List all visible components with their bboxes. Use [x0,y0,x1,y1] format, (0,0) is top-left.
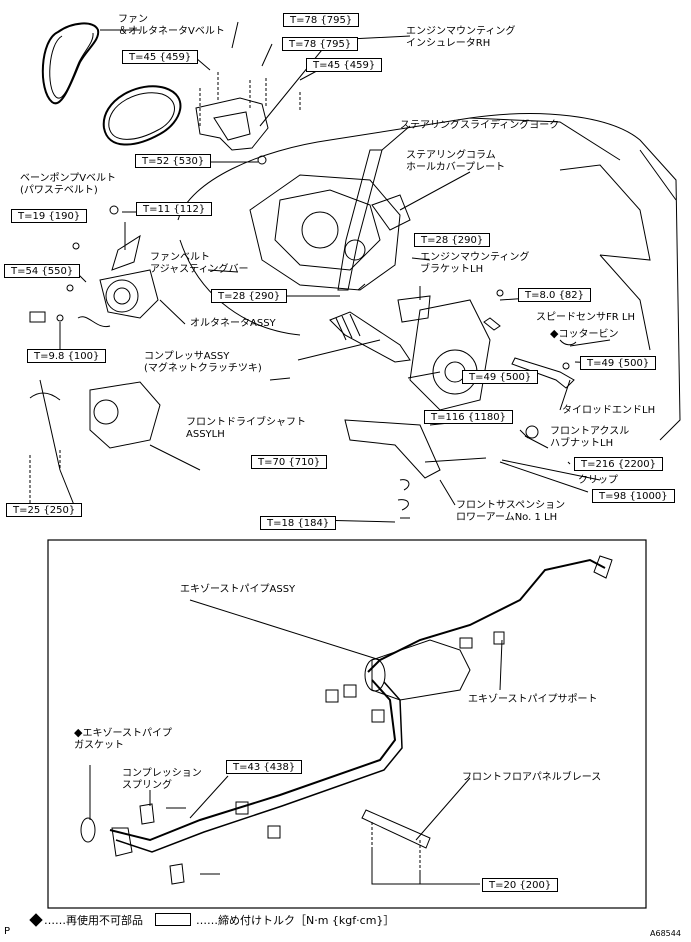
part-label-engine-mount-bracket: エンジンマウンティング ブラケットLH [420,252,530,275]
part-label-column-cover: ステアリングコラム ホールカバープレート [406,150,506,173]
torque-label: T=45 {459} [122,50,199,64]
torque-label: T=45 {459} [306,58,383,72]
exhaust-section-frame [47,539,647,909]
torque-label: T=11 {112} [136,202,213,216]
drive-shaft-drawing [329,311,411,363]
part-label-tie-rod-end: タイロッドエンドLH [562,405,656,416]
lower-arm-drawing [344,419,441,479]
part-label-axle-hub-nut: フロントアクスル ハブナットLH [550,426,630,449]
torque-label: T=70 {710} [251,455,328,469]
legend-non-reusable-text: ……再使用不可部品 [44,914,143,927]
part-label-alternator: オルタネータASSY [190,318,276,329]
part-label-fan-belt-adjust: ファンベルト アジャスティングバー [150,252,249,275]
part-label-exhaust-gasket: ◆エキゾーストパイプ ガスケット [74,727,172,752]
car-body-outline [177,113,681,441]
torque-label: T=28 {290} [211,289,288,303]
torque-label: T=78 {795} [282,37,359,51]
torque-label: T=8.0 {82} [518,288,592,302]
part-label-compressor: コンプレッサASSY (マグネットクラッチツキ) [144,351,262,374]
knuckle-drawing [409,299,491,411]
exhaust-pipe-drawing [109,558,606,842]
torque-label: T=54 {550} [4,264,81,278]
part-label-drive-shaft: フロントドライブシャフト ASSYLH [186,417,306,440]
engine-mount-drawing [195,97,269,151]
corner-code: P [4,926,11,937]
part-label-clip: クリップ [578,475,618,486]
torque-label: T=43 {438} [226,760,303,774]
alternator-drawing [105,279,139,313]
torque-label: T=52 {530} [135,154,212,168]
part-label-exhaust-pipe: エキゾーストパイプASSY [180,584,296,595]
torque-label: T=9.8 {100} [27,349,107,363]
torque-label: T=19 {190} [11,209,88,223]
part-label-lower-arm: フロントサスペンション ロワーアームNo. 1 LH [456,500,566,523]
legend-diamond-icon [29,913,43,927]
part-label-exhaust-support: エキゾーストパイプサポート [468,694,598,705]
torque-label: T=25 {250} [6,503,83,517]
compressor-drawing [89,381,161,449]
fan-belt-drawing [41,22,100,105]
torque-label: T=78 {795} [283,13,360,27]
torque-label: T=116 {1180} [424,410,513,424]
part-label-cotter-pin-text: コッタービン [558,329,619,340]
torque-label: T=18 {184} [260,516,337,530]
torque-label: T=20 {200} [482,878,559,892]
tie-rod-drawing [511,357,575,389]
torque-label: T=49 {500} [580,356,657,370]
part-label-speed-sensor: スピードセンサFR LH [536,312,635,323]
torque-label: T=49 {500} [462,370,539,384]
part-label-engine-mount-rh: エンジンマウンティング インシュレータRH [406,26,516,49]
figure-id: A68544 [650,929,681,938]
engine-block-drawing [249,174,401,291]
legend: ……再使用不可部品 ……締め付けトルク［N·m {kgf·cm}］ [44,912,394,928]
legend-torque-text: ……締め付けトルク［N·m {kgf·cm}］ [196,914,395,927]
floor-brace-drawing [361,809,431,849]
legend-torque-box-icon [154,913,191,926]
non-reusable-diamond-icon: ◆ [550,327,559,340]
torque-label: T=216 {2200} [574,457,663,471]
ps-belt-drawing [102,85,182,146]
torque-label: T=98 {1000} [592,489,675,503]
part-label-ps-belt: ベーンポンプVベルト (パワステベルト) [20,173,117,196]
non-reusable-diamond-icon: ◆ [74,726,83,739]
part-label-fan-belt: ファン ＆オルタネータVベルト [118,14,225,37]
part-label-floor-brace: フロントフロアパネルブレース [462,772,602,783]
torque-label: T=28 {290} [414,233,491,247]
part-label-steering-yoke: ステアリングスライディングヨーク [400,120,560,131]
part-label-exhaust-gasket-text: エキゾーストパイプ ガスケット [74,728,172,751]
part-label-compression-spring: コンプレッション スプリング [122,768,202,791]
part-label-cotter-pin: ◆コッタービン [550,328,618,341]
